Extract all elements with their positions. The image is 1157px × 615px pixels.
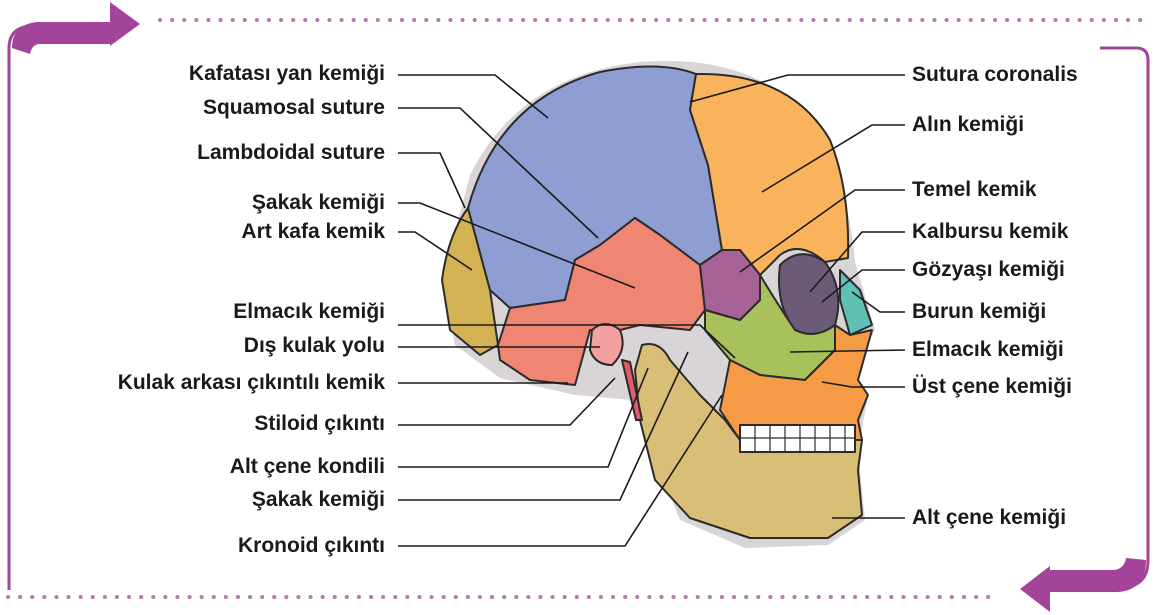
label-burun-kemigi: Burun kemiği (912, 300, 1046, 324)
label-temel-kemik: Temel kemik (912, 178, 1037, 202)
bottom-right-arrow (1020, 558, 1146, 612)
skull-illustration (442, 61, 875, 548)
label-lambdoidal-suture: Lambdoidal suture (197, 141, 385, 165)
label-art-kafa-kemik: Art kafa kemik (241, 220, 385, 244)
label-alin-kemigi: Alın kemiği (912, 113, 1024, 137)
label-dis-kulak-yolu: Dış kulak yolu (244, 334, 385, 358)
label-kronoid-cikinti: Kronoid çıkıntı (238, 534, 385, 558)
label-elmacik-kemigi-right: Elmacık kemiği (912, 338, 1064, 362)
leader-lambdoidal (398, 153, 465, 208)
top-left-arrow (12, 2, 140, 54)
label-kafatasi-yan-kemigi: Kafatası yan kemiği (189, 62, 385, 86)
label-sakak-kemigi-1: Şakak kemiği (252, 191, 385, 215)
ear-canal (590, 324, 623, 365)
label-kalbursu-kemik: Kalbursu kemik (912, 220, 1068, 244)
label-alt-cene-kondili: Alt çene kondili (230, 455, 385, 479)
label-ust-cene-kemigi: Üst çene kemiği (912, 375, 1072, 399)
label-squamosal-suture: Squamosal suture (203, 96, 385, 120)
label-gozyasi-kemigi: Gözyaşı kemiği (912, 258, 1065, 282)
label-stiloid-cikinti: Stiloid çıkıntı (254, 412, 385, 436)
label-elmacik-kemigi-left: Elmacık kemiği (233, 300, 385, 324)
label-sutura-coronalis: Sutura coronalis (912, 63, 1078, 87)
label-alt-cene-kemigi: Alt çene kemiği (912, 506, 1066, 530)
label-sakak-kemigi-2: Şakak kemiği (252, 488, 385, 512)
top-left-bracket (9, 26, 118, 590)
label-kulak-arkasi: Kulak arkası çıkıntılı kemik (118, 371, 385, 395)
